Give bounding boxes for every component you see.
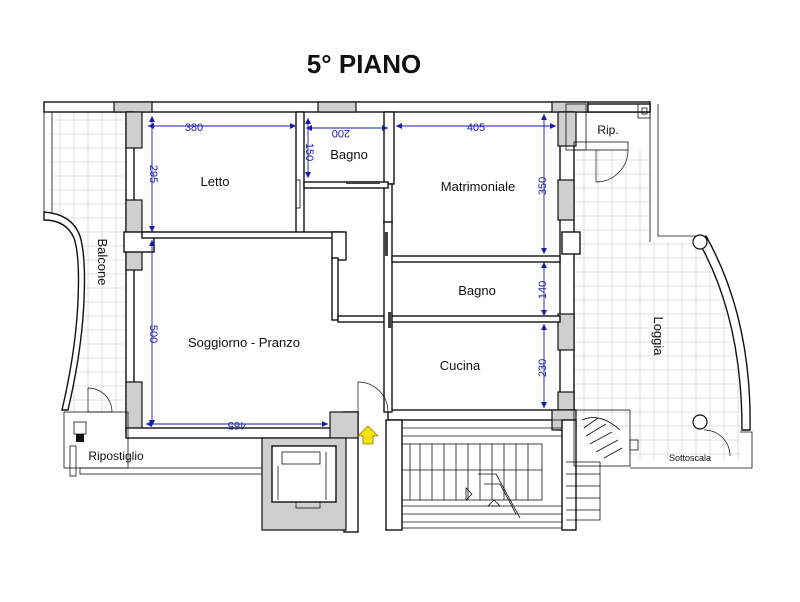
dim-matrimoniale-height: 350 — [537, 177, 549, 195]
dim-bagno-mid-height: 140 — [537, 281, 549, 299]
dim-bagno-width: 200 — [332, 127, 350, 139]
room-label-letto: Letto — [201, 174, 230, 189]
ripostiglio-area — [63, 411, 281, 477]
dim-soggiorno-height: 500 — [147, 325, 159, 343]
room-label-bagno-mid: Bagno — [458, 283, 496, 298]
room-label-soggiorno: Soggiorno - Pranzo — [188, 335, 300, 350]
entrance-arrow-icon — [357, 425, 379, 445]
dim-soggiorno-width: 465 — [228, 419, 246, 431]
room-label-sottoscala: Sottoscala — [669, 453, 711, 463]
dim-letto-height: 295 — [147, 165, 159, 183]
loggia-area — [561, 104, 753, 469]
balcone-area — [43, 103, 128, 412]
room-label-cucina: Cucina — [440, 358, 481, 373]
dim-bagno-height: 150 — [303, 143, 315, 161]
dim-matrimoniale-width: 405 — [467, 122, 485, 134]
outer-walls — [43, 101, 651, 533]
lift-area — [261, 437, 347, 531]
room-label-balcone: Balcone — [95, 239, 110, 286]
dim-letto-width: 380 — [185, 122, 203, 134]
stairwell — [401, 409, 639, 529]
doors — [87, 149, 731, 457]
dimension-lines — [146, 114, 556, 427]
dim-cucina-height: 230 — [537, 359, 549, 377]
room-label-rip: Rip. — [597, 123, 618, 137]
interior-walls — [141, 103, 651, 413]
room-label-ripostiglio: Ripostiglio — [88, 449, 144, 463]
room-label-matrimoniale: Matrimoniale — [441, 179, 515, 194]
room-label-loggia: Loggia — [651, 316, 666, 356]
room-label-bagno-top: Bagno — [330, 147, 368, 162]
plan-title: 5° PIANO — [307, 49, 421, 79]
